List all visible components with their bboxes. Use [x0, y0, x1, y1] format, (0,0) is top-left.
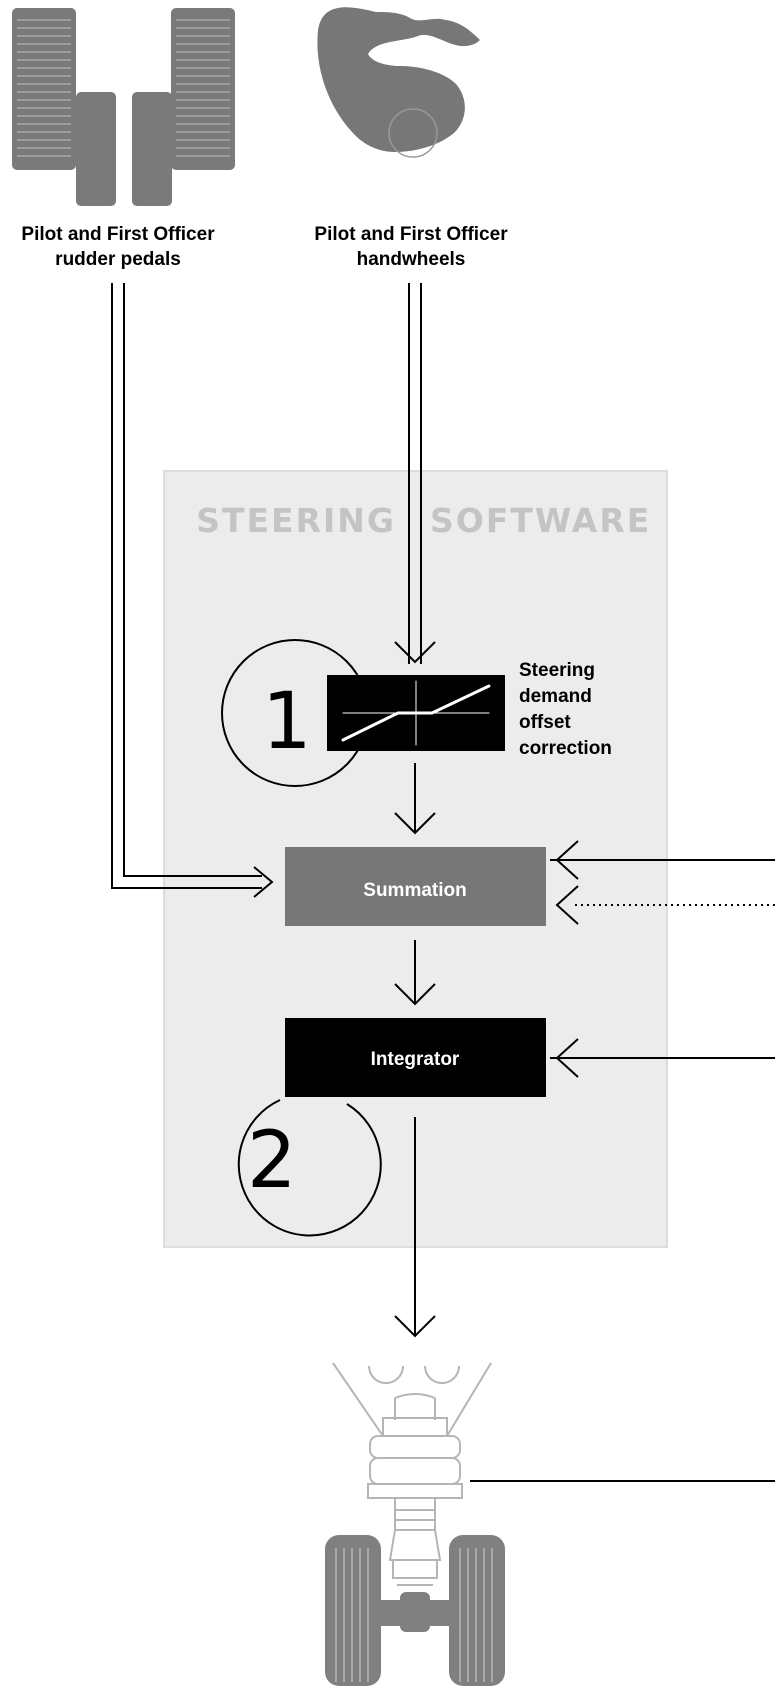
integrator-box	[285, 1018, 546, 1097]
integrator-input-solid	[550, 1038, 775, 1078]
offset-label-line2: demand	[519, 686, 592, 707]
integrator-number-circle	[237, 1099, 382, 1237]
summation-input-dotted	[555, 885, 775, 925]
handwheel-icon	[317, 7, 480, 158]
pedals-label-line2: rudder pedals	[55, 249, 181, 270]
handwheels-label-line2: handwheels	[357, 249, 466, 270]
pedals-signal-line	[111, 283, 274, 898]
integrator-number: 2	[247, 1116, 297, 1206]
summation-to-integrator-arrow	[394, 940, 436, 1006]
offset-correction-number: 1	[262, 677, 312, 767]
summation-box	[285, 847, 546, 926]
offset-label-line4: correction	[519, 738, 612, 759]
summation-label: Summation	[363, 880, 466, 901]
offset-correction-curve	[341, 680, 491, 746]
offset-label-line3: offset	[519, 712, 571, 733]
handwheels-signal-line	[394, 283, 436, 664]
pedals-label-line1: Pilot and First Officer	[21, 224, 215, 245]
handwheels-label-line1: Pilot and First Officer	[314, 224, 508, 245]
offset-label-line1: Steering	[519, 660, 595, 681]
integrator-to-gear-arrow	[394, 1117, 436, 1338]
nose-gear-icon	[325, 1362, 505, 1686]
software-title-left: STEERING	[196, 501, 396, 540]
rudder-pedals-icon	[12, 8, 235, 206]
software-title-right: SOFTWARE	[430, 501, 651, 540]
summation-input-solid	[550, 840, 775, 880]
integrator-label: Integrator	[371, 1049, 460, 1070]
offset-to-summation-arrow	[394, 763, 436, 835]
